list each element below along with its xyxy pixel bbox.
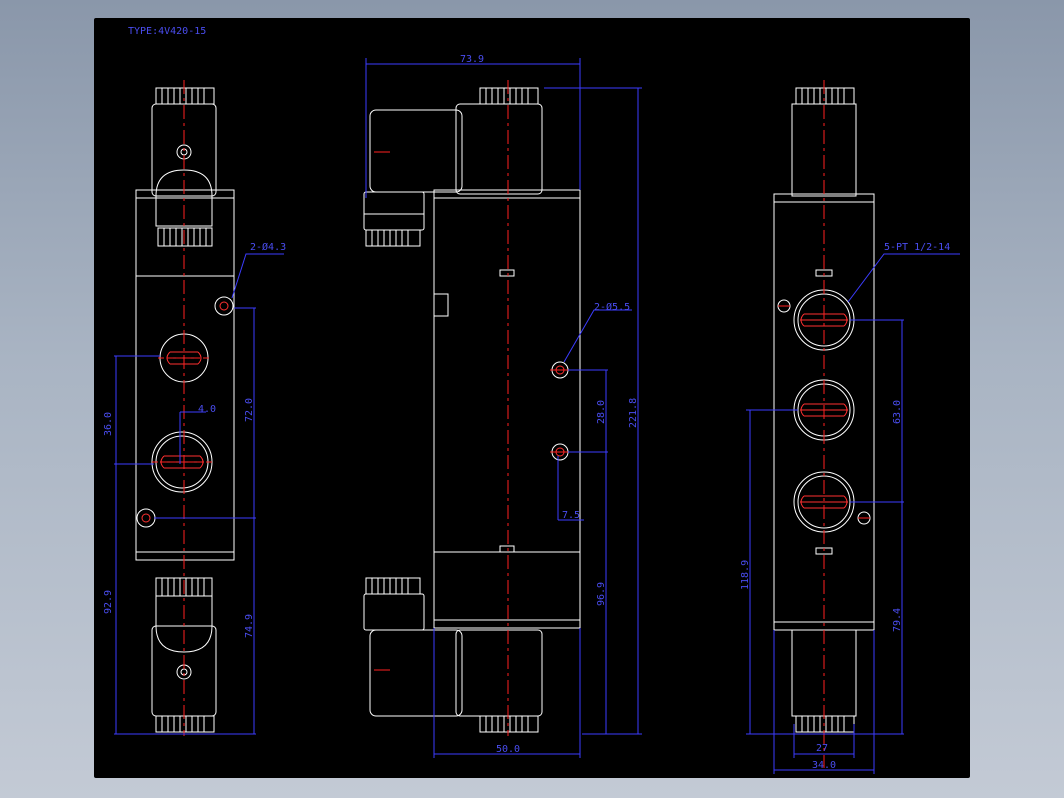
middle-dimensions	[365, 58, 642, 758]
left-mount-hole-lower	[136, 508, 156, 528]
dim-v92: 92.9	[103, 590, 114, 614]
middle-view	[363, 87, 581, 733]
dim-width-mid: 50.0	[496, 744, 520, 755]
middle-bottom-side-knob	[365, 577, 421, 595]
dim-v79: 79.4	[892, 608, 903, 632]
left-top-lower-knob	[157, 227, 213, 247]
left-bottom-knob	[155, 715, 215, 733]
dim-h40: 4.0	[198, 404, 216, 415]
dim-v63: 63.0	[892, 400, 903, 424]
middle-top-coil	[455, 103, 543, 195]
dim-v96: 96.9	[596, 582, 607, 606]
middle-top-knob	[479, 87, 539, 105]
dim-v72: 72.0	[244, 398, 255, 422]
right-dimensions	[746, 253, 960, 774]
drawing-title: TYPE:4V420-15	[128, 26, 206, 37]
dim-v28: 28.0	[596, 400, 607, 424]
middle-top-side-knob	[365, 229, 421, 247]
middle-body	[433, 189, 581, 629]
left-top-knob	[155, 87, 215, 105]
right-top-knob	[795, 87, 855, 105]
left-top-connector-arc	[155, 169, 213, 197]
left-body	[135, 189, 235, 561]
dim-width-34: 34.0	[812, 760, 836, 771]
middle-top-connector	[369, 109, 463, 193]
middle-bottom-coil	[455, 629, 543, 717]
dim-width-27: 27	[816, 743, 828, 754]
middle-bottom-connector	[369, 629, 463, 717]
left-mount-hole-upper	[214, 296, 234, 316]
dim-ports-label: 5-PT 1/2-14	[884, 242, 950, 253]
left-view	[135, 87, 235, 733]
dim-v118: 118.9	[740, 560, 751, 590]
cad-drawing: TYPE:4V420-15	[103, 26, 960, 774]
left-dimensions	[114, 253, 284, 735]
dim-height-total: 221.8	[628, 398, 639, 428]
dim-hole-2-d43: 2-Ø4.3	[250, 241, 286, 253]
dim-h75: 7.5	[562, 510, 580, 521]
dim-v36: 36.0	[103, 412, 114, 436]
cad-viewport[interactable]: TYPE:4V420-15	[94, 18, 970, 778]
dim-width-top: 73.9	[460, 54, 484, 65]
right-top-coil	[791, 103, 857, 197]
dim-hole-2-d55: 2-Ø5.5	[594, 301, 630, 313]
dim-v74: 74.9	[244, 614, 255, 638]
right-bottom-knob	[795, 715, 855, 733]
middle-bottom-knob	[479, 715, 539, 733]
